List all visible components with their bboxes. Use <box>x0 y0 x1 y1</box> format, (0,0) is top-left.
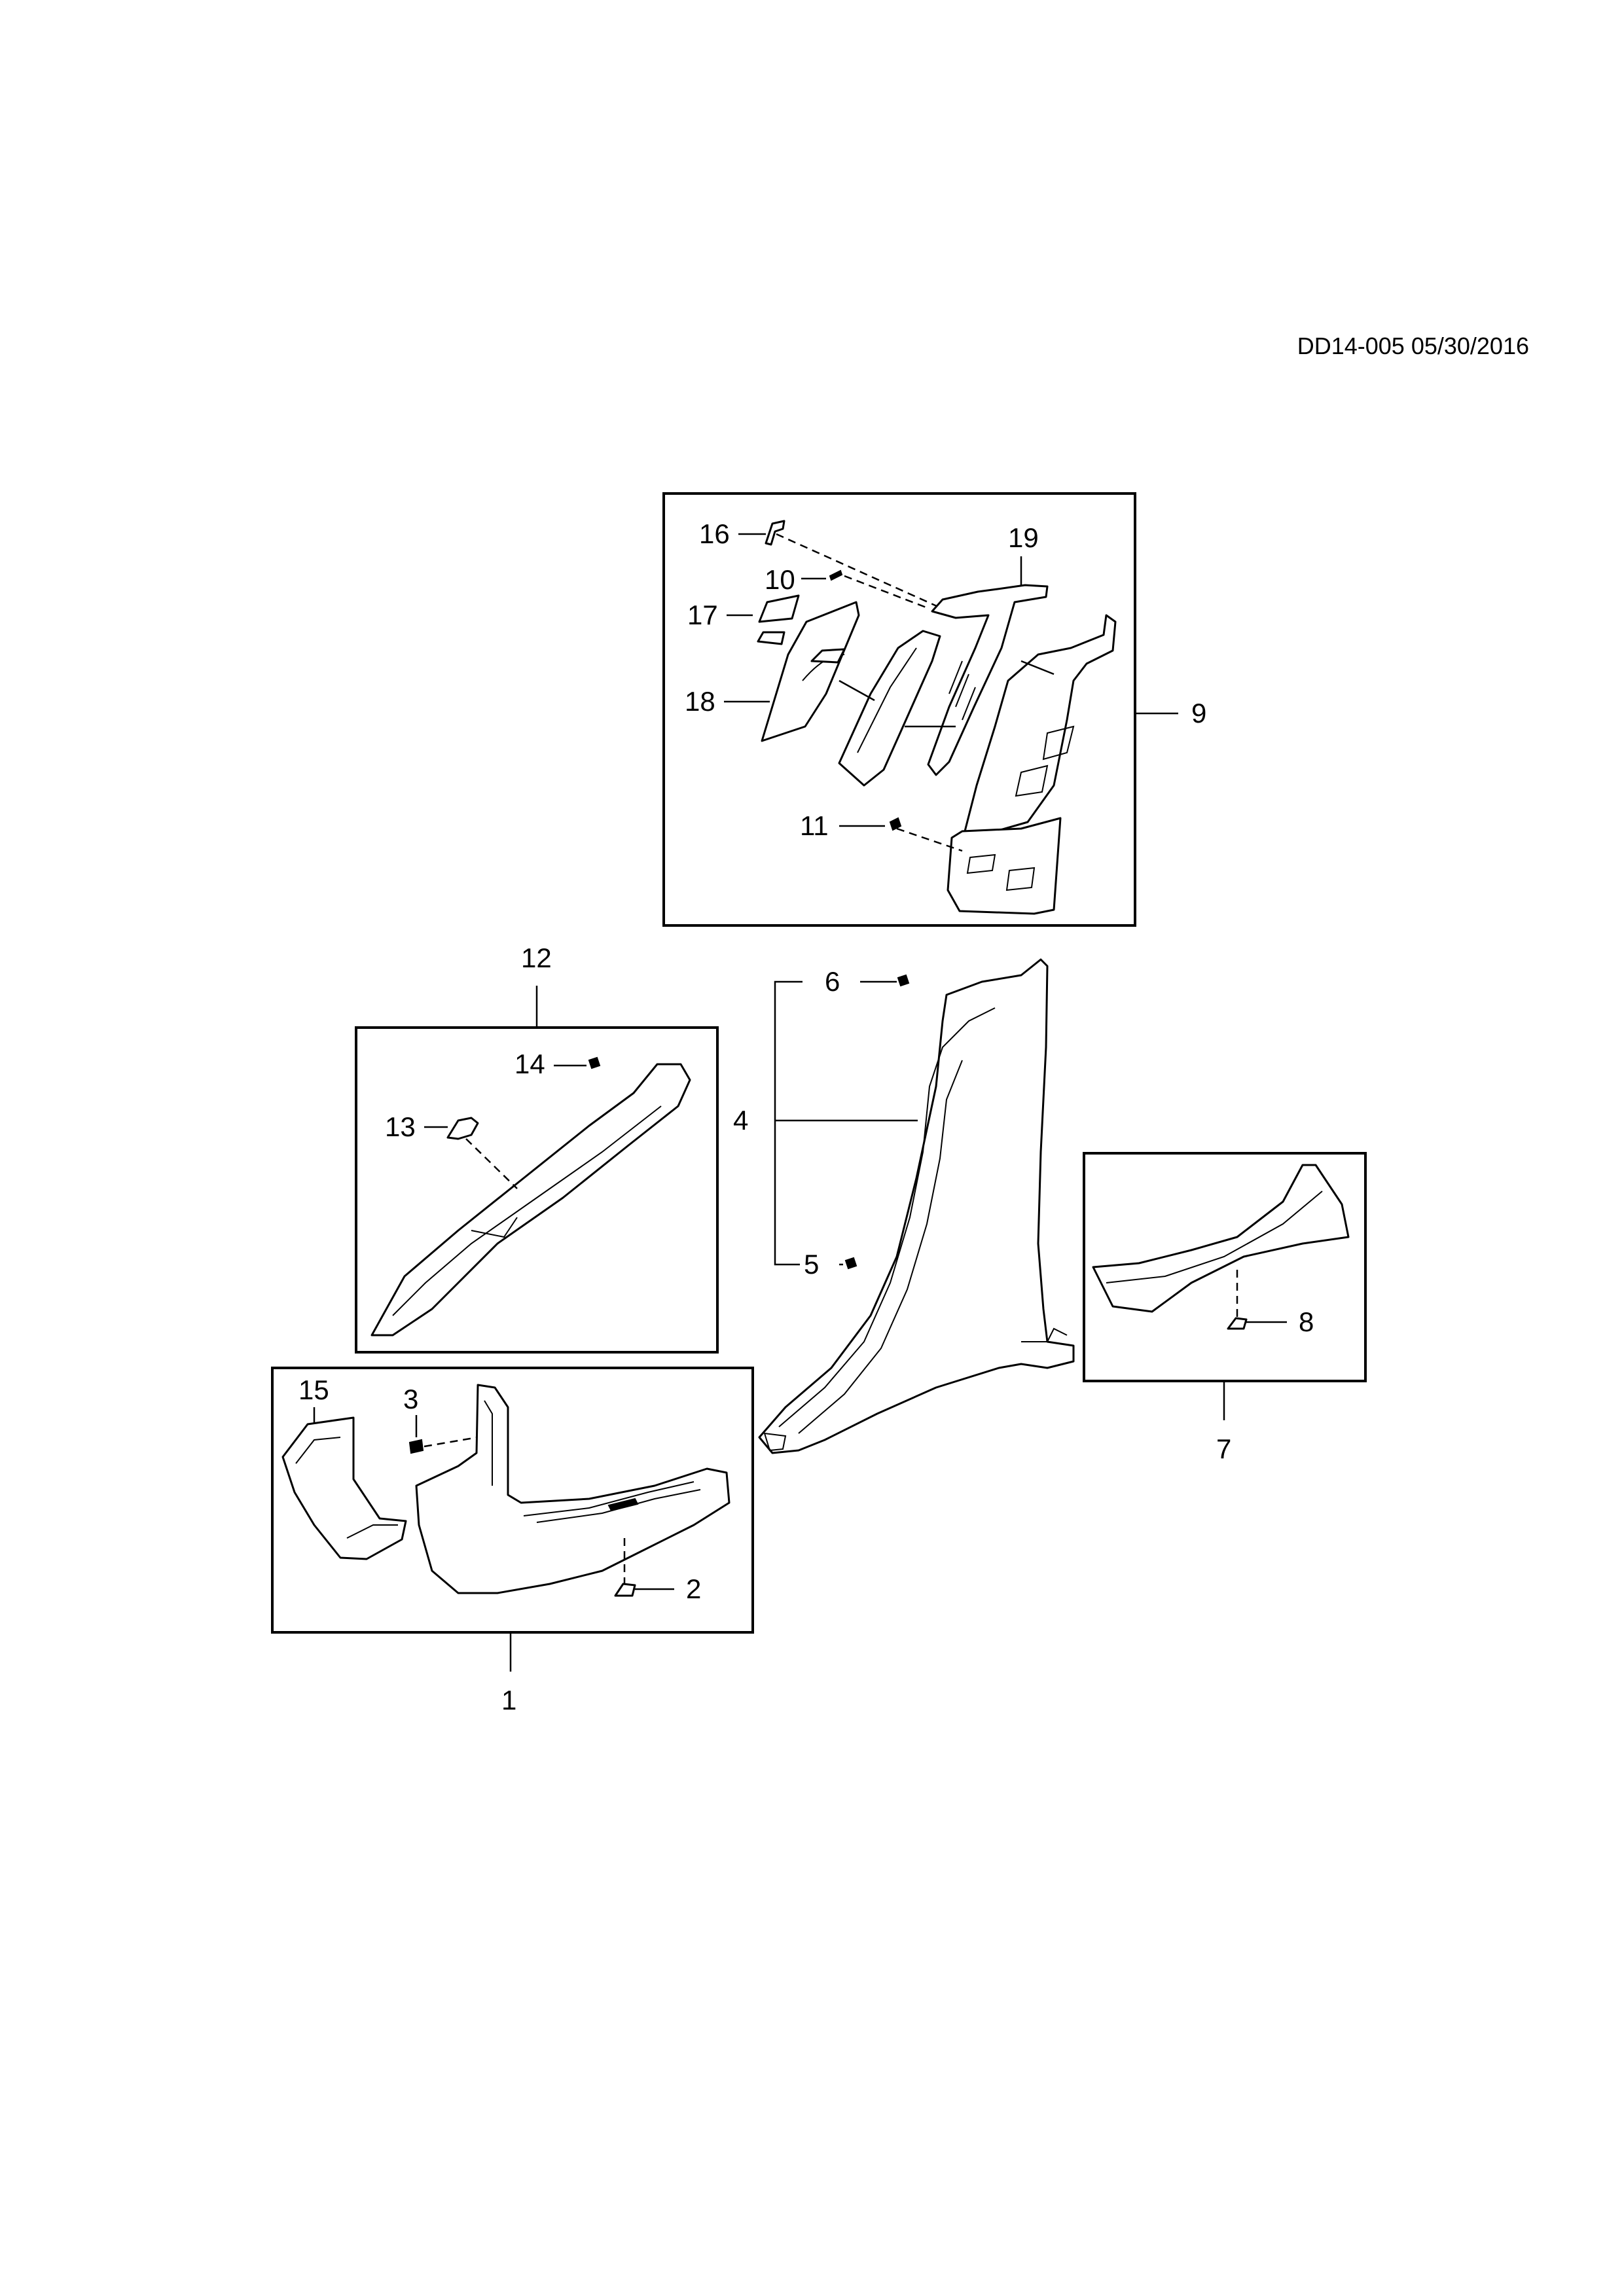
kick-panel-15-detail <box>295 1437 398 1539</box>
a-pillar-trim <box>370 1063 691 1336</box>
group-4: 4 6 5 <box>733 958 1075 1454</box>
clip-part-13 <box>446 1117 479 1140</box>
callout-17: 17 <box>687 600 718 630</box>
clip-part-11 <box>889 817 902 831</box>
clip-part-5 <box>844 1257 857 1270</box>
clip-part-3 <box>408 1439 424 1454</box>
callout-15: 15 <box>298 1374 329 1405</box>
link-line-a <box>839 679 875 702</box>
group-9-box: 9 16 10 17 18 <box>662 492 1206 927</box>
pin-part-10 <box>829 569 843 581</box>
bracket-4 <box>774 980 803 1266</box>
bracket-foot-17 <box>757 631 785 645</box>
callout-14: 14 <box>514 1049 545 1079</box>
callout-16: 16 <box>699 518 730 549</box>
callout-1: 1 <box>501 1685 516 1715</box>
b-pillar-toe <box>763 1432 787 1452</box>
clip-part-14 <box>588 1056 601 1069</box>
group-1-frame <box>271 1367 754 1634</box>
a-pillar-trim-notch <box>471 1217 518 1238</box>
callout-4: 4 <box>733 1105 748 1136</box>
callout-12: 12 <box>521 942 552 973</box>
clip-part-6 <box>897 974 910 987</box>
callout-8: 8 <box>1299 1306 1314 1337</box>
clip-part-8 <box>1227 1317 1248 1330</box>
link-line-c <box>1020 660 1055 675</box>
callout-9: 9 <box>1191 698 1206 728</box>
callout-5: 5 <box>804 1249 819 1280</box>
middle-trim-piece <box>838 630 941 787</box>
callout-19: 19 <box>1008 522 1039 553</box>
b-pillar-edge-2 <box>798 1060 963 1434</box>
b-pillar-foot <box>1021 1327 1068 1342</box>
b-pillar-lower-trim <box>758 958 1075 1454</box>
group-12-frame <box>355 1026 719 1354</box>
callout-6: 6 <box>825 966 840 997</box>
middle-trim-detail <box>857 647 917 753</box>
dash-13 <box>465 1138 518 1189</box>
group-12-box: 12 14 13 <box>355 942 719 1354</box>
dash-16 <box>776 533 943 610</box>
b-pillar-edge-1 <box>778 1007 996 1427</box>
group-1-box: 1 15 3 2 <box>271 1367 754 1715</box>
callout-7: 7 <box>1216 1433 1231 1464</box>
clip-part-16 <box>765 520 785 546</box>
seat-belt-guide-19 <box>927 584 1049 776</box>
group-7-box: 7 8 <box>1083 1152 1367 1464</box>
guide-19-ribs <box>948 660 976 721</box>
callout-3: 3 <box>403 1384 418 1414</box>
kick-panel-15 <box>281 1416 407 1560</box>
lower-pillar-trim <box>947 817 1062 915</box>
a-pillar-trim-detail <box>392 1105 662 1316</box>
front-sill-plate-badge <box>607 1498 639 1512</box>
rear-sill-trim <box>1092 1164 1350 1313</box>
callout-18: 18 <box>685 686 715 717</box>
bracket-part-17 <box>758 594 800 623</box>
dash-10 <box>844 575 930 610</box>
cover-panel-18-tab <box>810 648 846 664</box>
front-sill-plate <box>415 1384 731 1594</box>
pillar-windows <box>1015 725 1075 797</box>
callout-2: 2 <box>686 1573 701 1604</box>
dash-3 <box>424 1436 478 1448</box>
callout-10: 10 <box>765 564 795 595</box>
document-id-date: DD14-005 05/30/2016 <box>1297 332 1529 359</box>
dash-11 <box>896 827 963 852</box>
callout-11: 11 <box>800 810 829 841</box>
group-9-frame <box>662 492 1136 927</box>
pillar-slots <box>966 853 1036 891</box>
callout-13: 13 <box>385 1111 416 1142</box>
clip-part-2 <box>614 1583 636 1597</box>
rear-sill-trim-detail <box>1106 1191 1323 1283</box>
upper-pillar-trim <box>964 614 1117 836</box>
front-sill-plate-edge <box>484 1400 493 1486</box>
